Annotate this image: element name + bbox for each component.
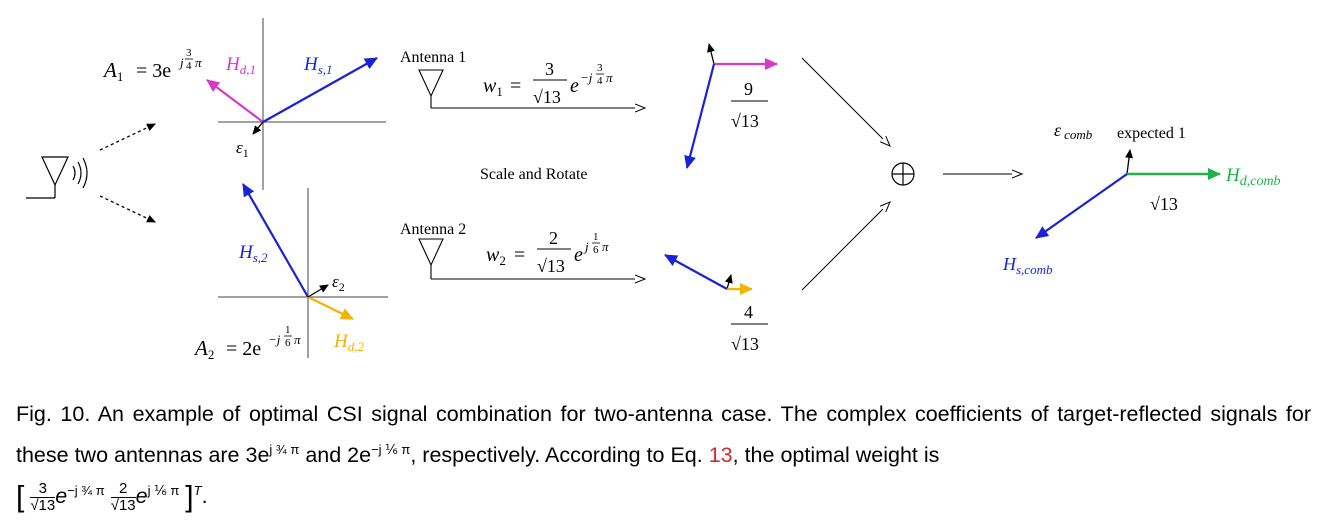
hs2-vector — [242, 183, 309, 298]
caption-part2: and 2e — [299, 443, 372, 468]
figure-diagram: A1 = 3e j 3 4 π Hd,1 Hs,1 ε1 Hs,2 ε2 Hd,… — [26, 18, 1281, 362]
hs1-vector — [262, 57, 378, 123]
rot2-blue-vector — [664, 254, 728, 290]
w1-den: √13 — [533, 87, 561, 107]
hd2-vector — [307, 296, 354, 320]
weight-bracket-open: [ — [16, 480, 25, 514]
caption-sup1: j ¾ π — [269, 442, 300, 457]
w1-exp-num: 3 — [597, 62, 603, 74]
a1-equals: = 3e — [136, 60, 171, 82]
caption-sup2: −j ⅙ π — [371, 442, 411, 457]
antenna-2-label: Antenna 2 — [400, 221, 466, 238]
w1-exp-den: 4 — [597, 75, 603, 87]
weight-sup-1: −j ¾ π — [67, 483, 105, 499]
w2-exp-num: 1 — [593, 231, 599, 243]
w1-num: 3 — [545, 59, 554, 79]
hs1-label: Hs,1 — [303, 54, 333, 77]
a2-equals: = 2e — [226, 338, 261, 360]
scale-rotate-label: Scale and Rotate — [480, 166, 588, 183]
frac9-den: √13 — [731, 111, 759, 131]
eps2-label: ε2 — [332, 272, 345, 294]
w2-equals: = — [514, 244, 525, 266]
eps-comb-vector — [1125, 149, 1133, 175]
transmitter-antenna-icon — [26, 156, 88, 199]
w1-label: w1 — [483, 75, 503, 99]
sqrt13-label: √13 — [1150, 194, 1178, 214]
caption-end: . — [201, 484, 208, 509]
frac4-den: √13 — [731, 334, 759, 354]
axes-antenna-2 — [218, 188, 388, 358]
antenna-1-icon — [418, 69, 645, 108]
w2-exp-den: 6 — [593, 244, 599, 256]
weight-frac-2: 2√13 — [110, 480, 136, 515]
a1-exp-den: 4 — [186, 60, 192, 72]
weight-frac-1: 3√13 — [30, 480, 56, 515]
combine-arrow-bottom — [801, 202, 890, 291]
a2-exp-pi: π — [294, 332, 301, 347]
frac9-num: 9 — [744, 79, 753, 99]
w2-exp: j — [583, 239, 589, 254]
w2-den: √13 — [537, 256, 565, 276]
signal-arrow-down — [99, 195, 156, 223]
rot1-blue-vector — [684, 63, 716, 169]
a2-label: A2 — [193, 336, 214, 362]
w2-exp-pi: π — [602, 239, 609, 254]
a2-exp-den: 6 — [285, 337, 291, 349]
w2-e: e — [574, 244, 583, 266]
hs-comb-label: Hs,comb — [1002, 254, 1053, 277]
w2-num: 2 — [549, 228, 558, 248]
axes-antenna-1 — [218, 18, 386, 190]
weight-transpose: T — [193, 483, 202, 499]
hs-comb-vector — [1035, 173, 1128, 239]
expected-label: expected 1 — [1117, 125, 1186, 142]
antenna-2-icon — [418, 238, 645, 279]
hd1-label: Hd,1 — [225, 54, 256, 77]
equation-reference-link[interactable]: 13 — [708, 443, 733, 468]
combine-arrow-top — [801, 57, 890, 146]
w1-equals: = — [510, 75, 521, 97]
rot2-black-vector — [724, 274, 733, 290]
weight-sup-2: j ⅙ π — [147, 483, 180, 499]
eps1-label: ε1 — [236, 138, 249, 160]
w1-exp-pi: π — [606, 70, 613, 85]
weight-e-1: e — [55, 484, 68, 509]
w2-label: w2 — [486, 244, 506, 268]
caption-part1: Fig. 10. An example of optimal CSI signa… — [16, 402, 1311, 468]
a2-exp-num: 1 — [285, 324, 291, 336]
weight-bracket-close: ] — [185, 480, 194, 514]
oplus-icon — [891, 162, 915, 186]
antenna-1-label: Antenna 1 — [400, 49, 466, 66]
a1-exp-pi: π — [195, 55, 202, 70]
a1-exponent-j: j — [178, 55, 184, 70]
eps1-vector — [252, 121, 264, 135]
signal-arrow-up — [99, 123, 156, 151]
eps2-vector — [307, 284, 329, 298]
a1-label: A1 — [102, 58, 123, 84]
weight-e-2: e — [135, 484, 148, 509]
a1-exp-num: 3 — [186, 47, 192, 59]
caption-part3: , respectively. According to Eq. — [410, 443, 709, 468]
hd-comb-label: Hd,comb — [1225, 165, 1281, 189]
hd2-label: Hd,2 — [333, 331, 364, 354]
a2-exponent-j: −j — [268, 332, 281, 347]
rot1-black-vector — [707, 43, 715, 65]
frac4-num: 4 — [744, 302, 753, 322]
figure-caption: Fig. 10. An example of optimal CSI signa… — [16, 396, 1311, 516]
w1-exp: −j — [580, 70, 593, 85]
w1-e: e — [570, 75, 579, 97]
caption-part4: , the optimal weight is — [732, 443, 940, 468]
hd1-vector — [206, 79, 264, 123]
hs2-label: Hs,2 — [238, 242, 268, 265]
